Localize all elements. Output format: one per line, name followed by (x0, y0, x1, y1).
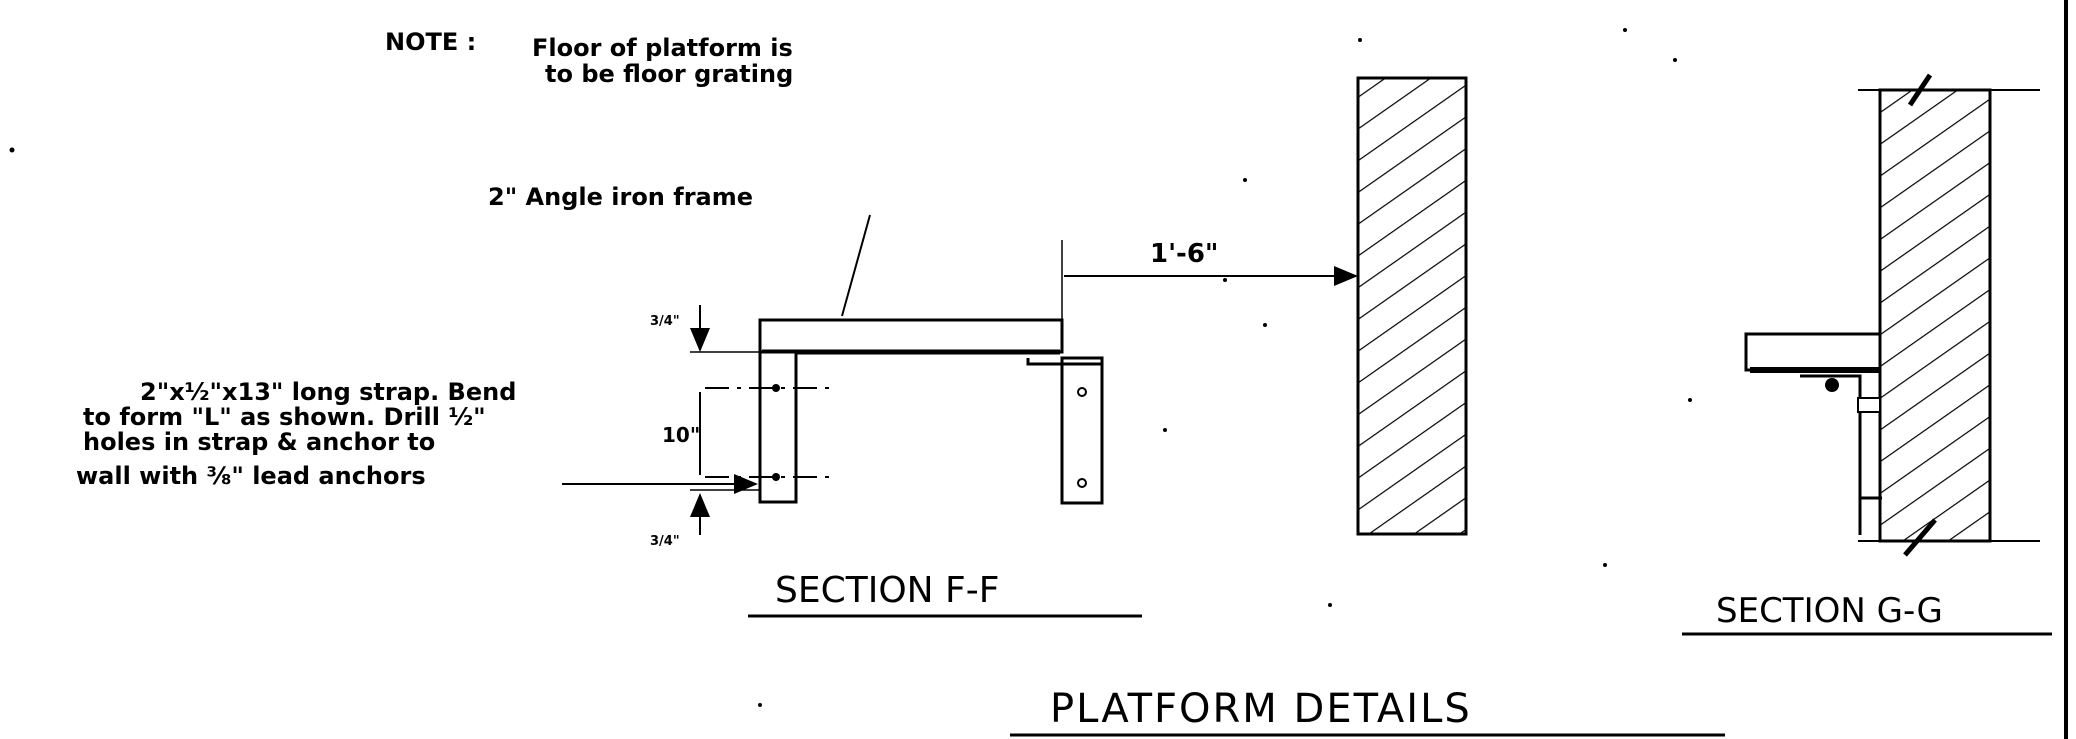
bolt-hole-2 (1077, 478, 1087, 488)
strap-g (1800, 374, 1862, 535)
section-f-title: SECTION F-F (775, 570, 999, 611)
strap-note-4: wall with ⅜" lead anchors (76, 462, 426, 490)
dim-top-label: 3/4" (650, 314, 680, 329)
strap-note-2: to form "L" as shown. Drill ½" (83, 403, 486, 431)
strap-note-3: holes in strap & anchor to (83, 428, 435, 456)
wall-f-hatch (1356, 76, 1468, 536)
scan-specks (9, 28, 1692, 707)
dim-wall-label: 1'-6" (1150, 239, 1218, 269)
bolt-g (1825, 378, 1839, 392)
note: NOTE : Floor of platform is to be floor … (385, 28, 793, 88)
note-line-2: to be floor grating (545, 60, 793, 88)
note-prefix: NOTE : (385, 28, 476, 56)
strap-bend (1026, 358, 1102, 366)
wall-strap-right (1060, 356, 1104, 505)
platform-frame (758, 318, 1064, 354)
platform-end-view (1744, 332, 1882, 372)
dim-bottom-label: 3/4" (650, 534, 680, 549)
break-mark-bottom (1903, 518, 1937, 557)
break-mark-top (1907, 73, 1933, 107)
frame-leader (841, 214, 871, 317)
section-f-f: 2" Angle iron frame 3/4" 10" 3/4" 1'-6" … (76, 76, 1468, 618)
bolt-hole-1 (1077, 387, 1087, 397)
section-g-title: SECTION G-G (1716, 591, 1943, 631)
anchor-g-top (1857, 397, 1881, 413)
main-title: PLATFORM DETAILS (1050, 686, 1472, 732)
frame-label: 2" Angle iron frame (488, 183, 753, 211)
wall-g-hatch (1878, 88, 1992, 543)
section-g-g: SECTION G-G (1682, 73, 2052, 636)
dim-mid-label: 10" (662, 423, 700, 447)
strap-note-1: 2"x½"x13" long strap. Bend (140, 378, 516, 406)
anchor-hole-top (772, 384, 780, 392)
anchor-hole-bottom (772, 473, 780, 481)
note-line-1: Floor of platform is (532, 34, 793, 62)
